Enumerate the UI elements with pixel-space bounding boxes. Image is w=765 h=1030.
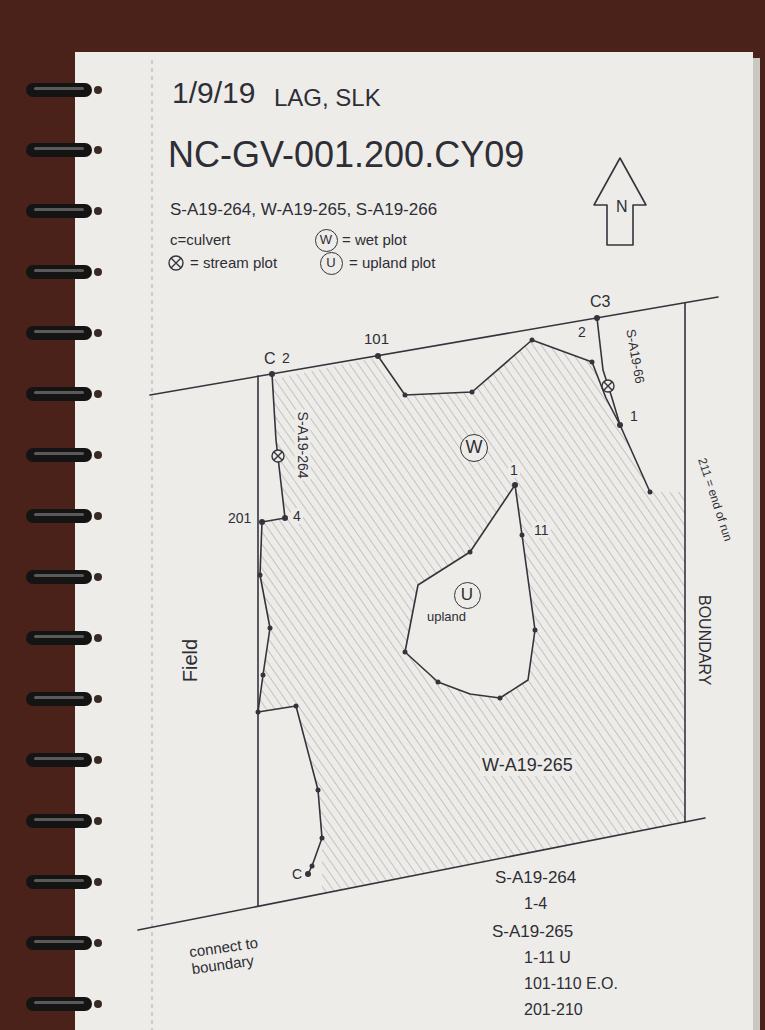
upland-boundary bbox=[405, 485, 535, 698]
culvert-label: C bbox=[262, 350, 278, 368]
north-arrow bbox=[594, 158, 646, 245]
point-number: 4 bbox=[291, 508, 303, 524]
site-id-title: NC-GV-001.200.CY09 bbox=[166, 134, 526, 175]
point-list: 1-11 U bbox=[522, 949, 573, 967]
plot-letter: U bbox=[326, 256, 335, 270]
point-number: 2 bbox=[576, 324, 588, 340]
stream-line bbox=[272, 374, 285, 518]
legend-text: = upland plot bbox=[347, 254, 437, 271]
plot-letter: W bbox=[320, 233, 332, 247]
plot-letter: W bbox=[466, 438, 483, 458]
flag-points bbox=[256, 315, 653, 877]
notebook-page bbox=[75, 52, 753, 1030]
road-line bbox=[138, 818, 705, 930]
crew-initials: LAG, SLK bbox=[272, 84, 383, 112]
point-number: 201 bbox=[226, 510, 253, 526]
feature-list: S-A19-264, W-A19-265, S-A19-266 bbox=[168, 200, 439, 220]
area-label: Field bbox=[179, 636, 202, 683]
field-note: 211 = end of run bbox=[693, 455, 734, 546]
stream-line bbox=[597, 318, 620, 425]
plot-letter: U bbox=[461, 586, 473, 605]
area-label: upland bbox=[425, 610, 468, 625]
point-list: 101-110 E.O. bbox=[522, 975, 620, 993]
culvert-label: C3 bbox=[588, 293, 612, 311]
point-number: 11 bbox=[532, 522, 551, 538]
north-letter: N bbox=[614, 198, 630, 216]
stream-plot-symbol bbox=[169, 256, 614, 462]
point-number: 1 bbox=[628, 408, 640, 424]
point-number: 1 bbox=[508, 462, 520, 478]
point-list: 1-4 bbox=[522, 895, 549, 913]
field-edge bbox=[257, 376, 259, 906]
margin-line bbox=[152, 60, 153, 1030]
plot-circle: U bbox=[320, 252, 343, 275]
field-note: connect to boundary bbox=[186, 928, 299, 977]
date-note: 1/9/19 bbox=[170, 76, 257, 111]
feature-id: S-A19-264 bbox=[294, 410, 310, 481]
road-line bbox=[150, 297, 718, 395]
point-list: S-A19-265 bbox=[490, 922, 575, 942]
point-list: S-A19-264 bbox=[493, 868, 578, 888]
boundary-label: BOUNDARY bbox=[695, 593, 713, 687]
wetland-shading bbox=[258, 340, 685, 893]
feature-id: W-A19-265 bbox=[480, 755, 575, 776]
feature-id: S-A19-66 bbox=[621, 326, 646, 387]
legend-text: c=culvert bbox=[168, 231, 232, 248]
point-list: 201-210 bbox=[522, 1001, 585, 1019]
plot-circle: U bbox=[454, 582, 481, 609]
wetland-boundary bbox=[378, 340, 650, 492]
spiral-binding bbox=[26, 83, 102, 1011]
plot-circle: W bbox=[460, 434, 488, 462]
culvert-label: C bbox=[290, 866, 304, 882]
point-number: 101 bbox=[362, 330, 391, 347]
boundary-line bbox=[684, 303, 686, 822]
legend-text: = wet plot bbox=[340, 231, 409, 248]
point-number: 2 bbox=[280, 350, 292, 366]
legend-text: = stream plot bbox=[188, 254, 279, 271]
wetland-boundary bbox=[258, 518, 322, 874]
plot-circle: W bbox=[315, 229, 338, 252]
